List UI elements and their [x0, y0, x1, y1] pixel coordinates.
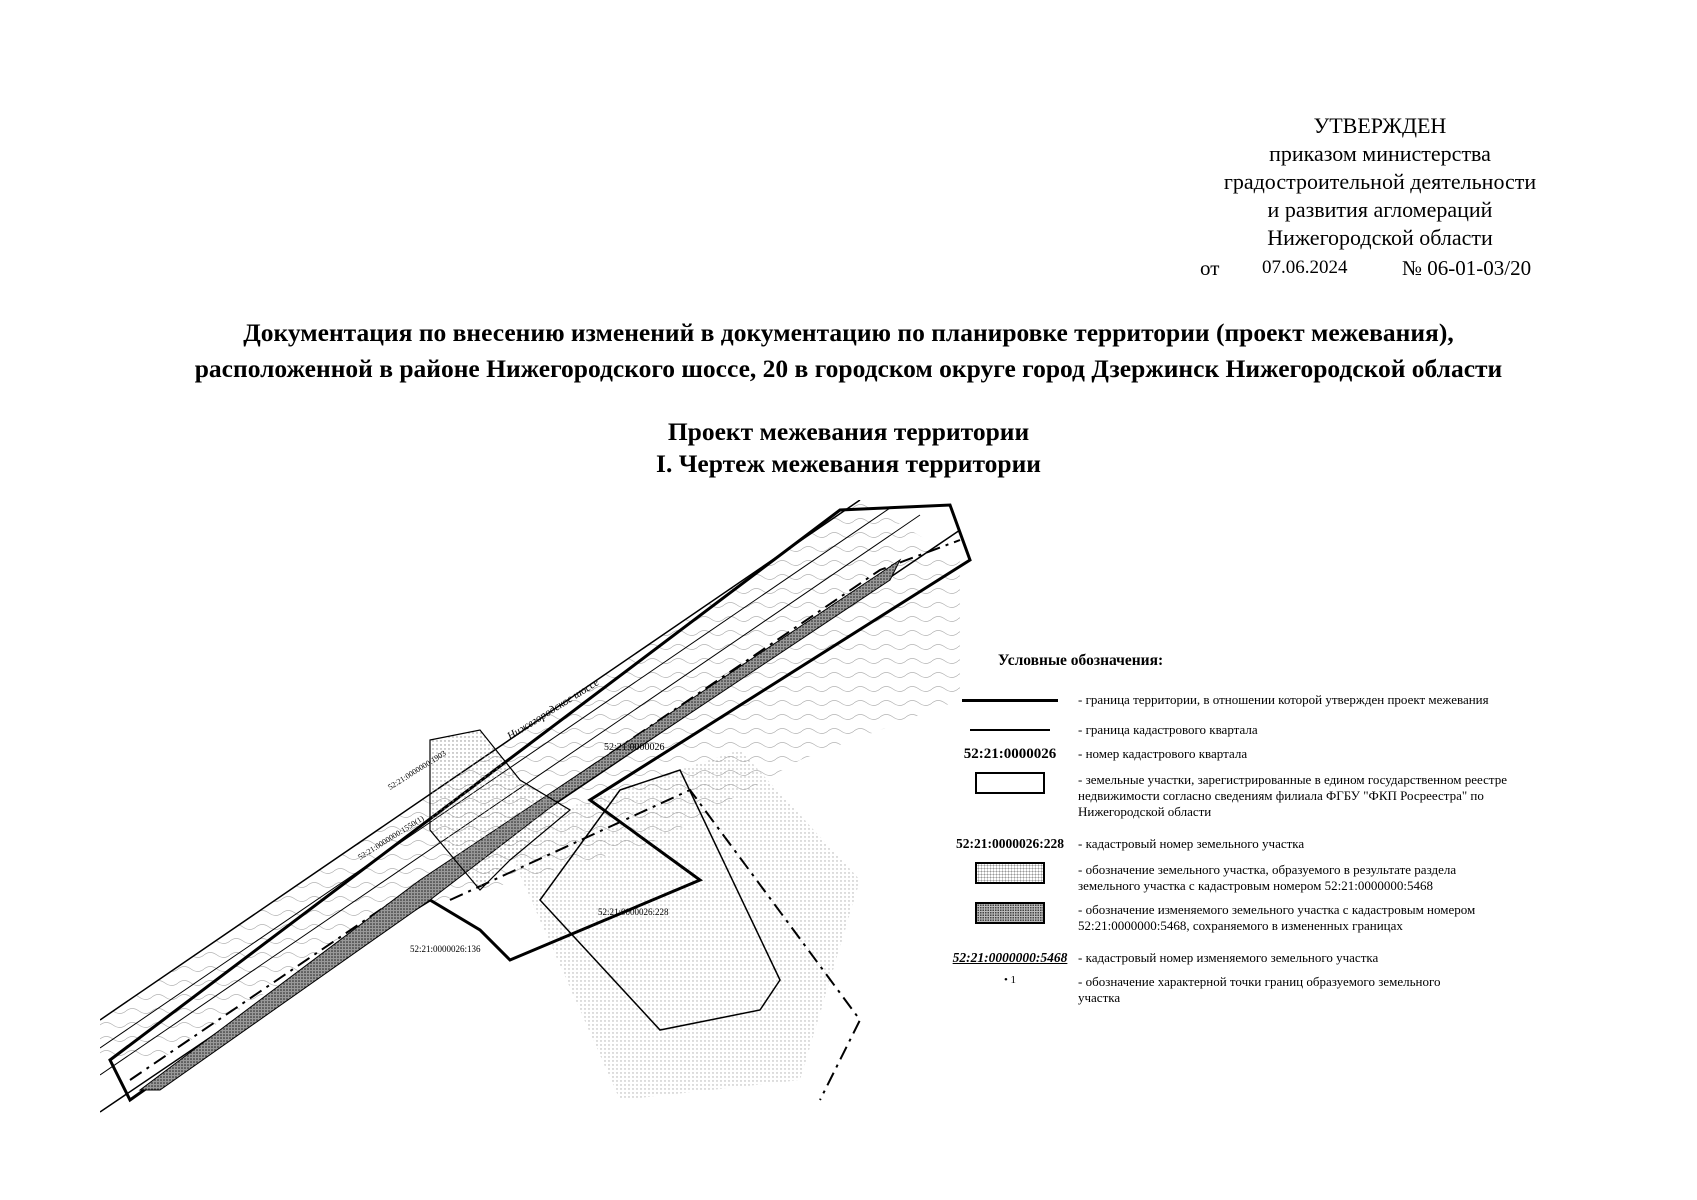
legend-symbol-changed-parcel-number: 52:21:0000000:5468: [952, 950, 1068, 965]
terrain-texture-south: [500, 750, 860, 1100]
parcel-228: [539, 769, 781, 1031]
document-title: Документация по внесению изменений в док…: [0, 315, 1697, 387]
legend-title: Условные обозначения:: [998, 652, 1164, 669]
section-subtitle: I. Чертеж межевания территории: [656, 449, 1041, 478]
approval-block: УТВЕРЖДЕН приказом министерства градостр…: [1180, 112, 1580, 284]
approval-line: Нижегородской области: [1267, 225, 1493, 250]
legend-symbol-registered-parcel: [940, 772, 1080, 798]
legend-symbol-boundary: [940, 692, 1080, 702]
terrain-texture: [100, 500, 960, 1060]
legend-text: - обозначение изменяемого земельного уча…: [1078, 902, 1476, 933]
legend-text: - граница кадастрового квартала: [1078, 722, 1258, 737]
legend-text: - обозначение земельного участка, образу…: [1078, 862, 1457, 893]
approval-line: и развития агломераций: [1267, 197, 1493, 222]
legend-symbol-changed-parcel: [940, 902, 1080, 928]
legend-text: - номер кадастрового квартала: [1078, 746, 1248, 761]
approval-line: УТВЕРЖДЕН: [1313, 113, 1447, 138]
approval-date: 07.06.2024: [1262, 257, 1348, 278]
legend-text: - граница территории, в отношении которо…: [1078, 692, 1489, 707]
approval-number: № 06-01-03/20: [1402, 256, 1532, 280]
section-heading: Проект межевания территории I. Чертеж ме…: [0, 416, 1697, 480]
parcel-136-label: 52:21:0000026:136: [410, 944, 481, 954]
section-title: Проект межевания территории: [667, 417, 1030, 446]
legend-symbol-point: • 1: [1003, 974, 1017, 986]
legend-symbol-quarter-line: [940, 722, 1080, 731]
approval-line: градостроительной деятельности: [1223, 169, 1537, 194]
approval-line: приказом министерства: [1269, 141, 1491, 166]
quarter-boundary: [449, 788, 862, 1101]
document-title-line: Документация по внесению изменений в док…: [243, 318, 1454, 347]
legend-text: - кадастровый номер изменяемого земельно…: [1078, 950, 1379, 965]
legend-text: - обозначение характерной точки границ о…: [1078, 974, 1441, 1005]
from-label: от: [1200, 256, 1220, 280]
approval-date-row: от 07.06.2024 № 06-01-03/20: [1180, 254, 1580, 284]
legend-symbol-parcel-number: 52:21:0000026:228: [956, 836, 1064, 851]
legend-text: - кадастровый номер земельного участка: [1078, 836, 1305, 851]
parcel-228-label: 52:21:0000026:228: [598, 907, 669, 917]
legend-symbol-quarter-number: 52:21:0000026: [963, 746, 1057, 762]
legend-symbol-formed-parcel: [940, 862, 1080, 888]
document-title-line: расположенной в районе Нижегородского шо…: [194, 354, 1503, 383]
quarter-label: 52:21:0000026: [604, 742, 665, 753]
legend-text: - земельные участки, зарегистрированные …: [1078, 772, 1507, 819]
formed-parcel: [429, 729, 572, 891]
territory-map: Нижегородское шоссе 52:21:0000026 52:21:…: [100, 500, 972, 1113]
